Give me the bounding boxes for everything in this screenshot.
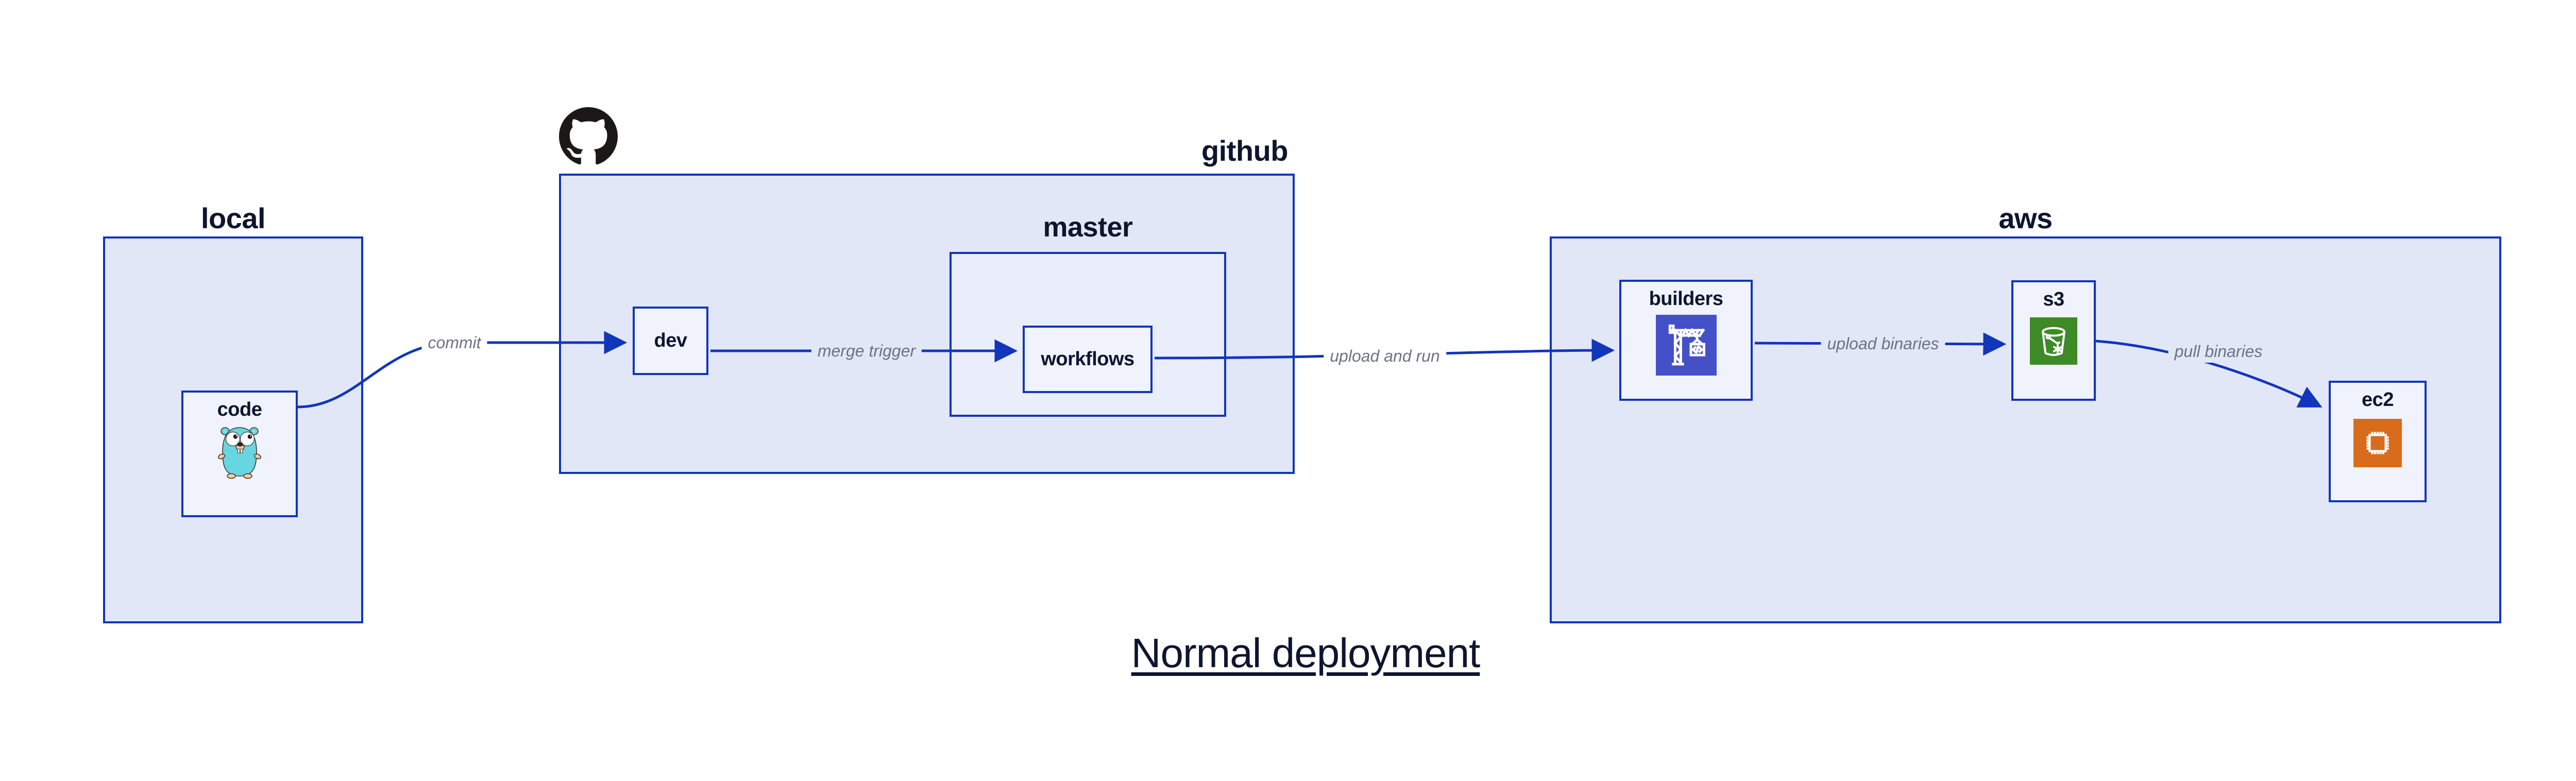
s3-bucket-snowflake-icon	[2030, 317, 2077, 365]
container-aws-label: aws	[1998, 202, 2053, 234]
edge-merge-trigger-label: merge trigger	[811, 339, 922, 362]
node-dev: dev	[633, 307, 708, 375]
github-octocat-icon	[559, 107, 618, 165]
edge-upload-and-run-label: upload and run	[1324, 345, 1446, 367]
node-builders-label: builders	[1649, 288, 1723, 310]
codebuild-crane-icon	[1655, 314, 1717, 376]
go-gopher-icon	[218, 427, 261, 479]
node-code: code	[181, 390, 298, 517]
node-s3: s3	[2011, 280, 2096, 401]
node-ec2-label: ec2	[2362, 389, 2394, 411]
node-workflows: workflows	[1023, 326, 1153, 393]
node-code-label: code	[217, 399, 262, 420]
ec2-chip-icon	[2353, 418, 2402, 467]
edge-commit-label: commit	[421, 331, 487, 354]
container-local-label: local	[200, 202, 266, 234]
diagram-title: Normal deployment	[1048, 630, 1563, 677]
node-ec2: ec2	[2329, 381, 2427, 502]
edge-upload-binaries-label: upload binaries	[1821, 332, 1945, 355]
container-github-label: github	[1201, 134, 1289, 167]
node-s3-label: s3	[2043, 288, 2064, 310]
node-workflows-label: workflows	[1041, 348, 1134, 370]
node-builders: builders	[1619, 280, 1753, 401]
node-dev-label: dev	[654, 329, 687, 351]
container-master-label: master	[1043, 212, 1133, 243]
edge-pull-binaries-label: pull binaries	[2168, 340, 2269, 363]
diagram-title-text: Normal deployment	[1131, 630, 1481, 676]
